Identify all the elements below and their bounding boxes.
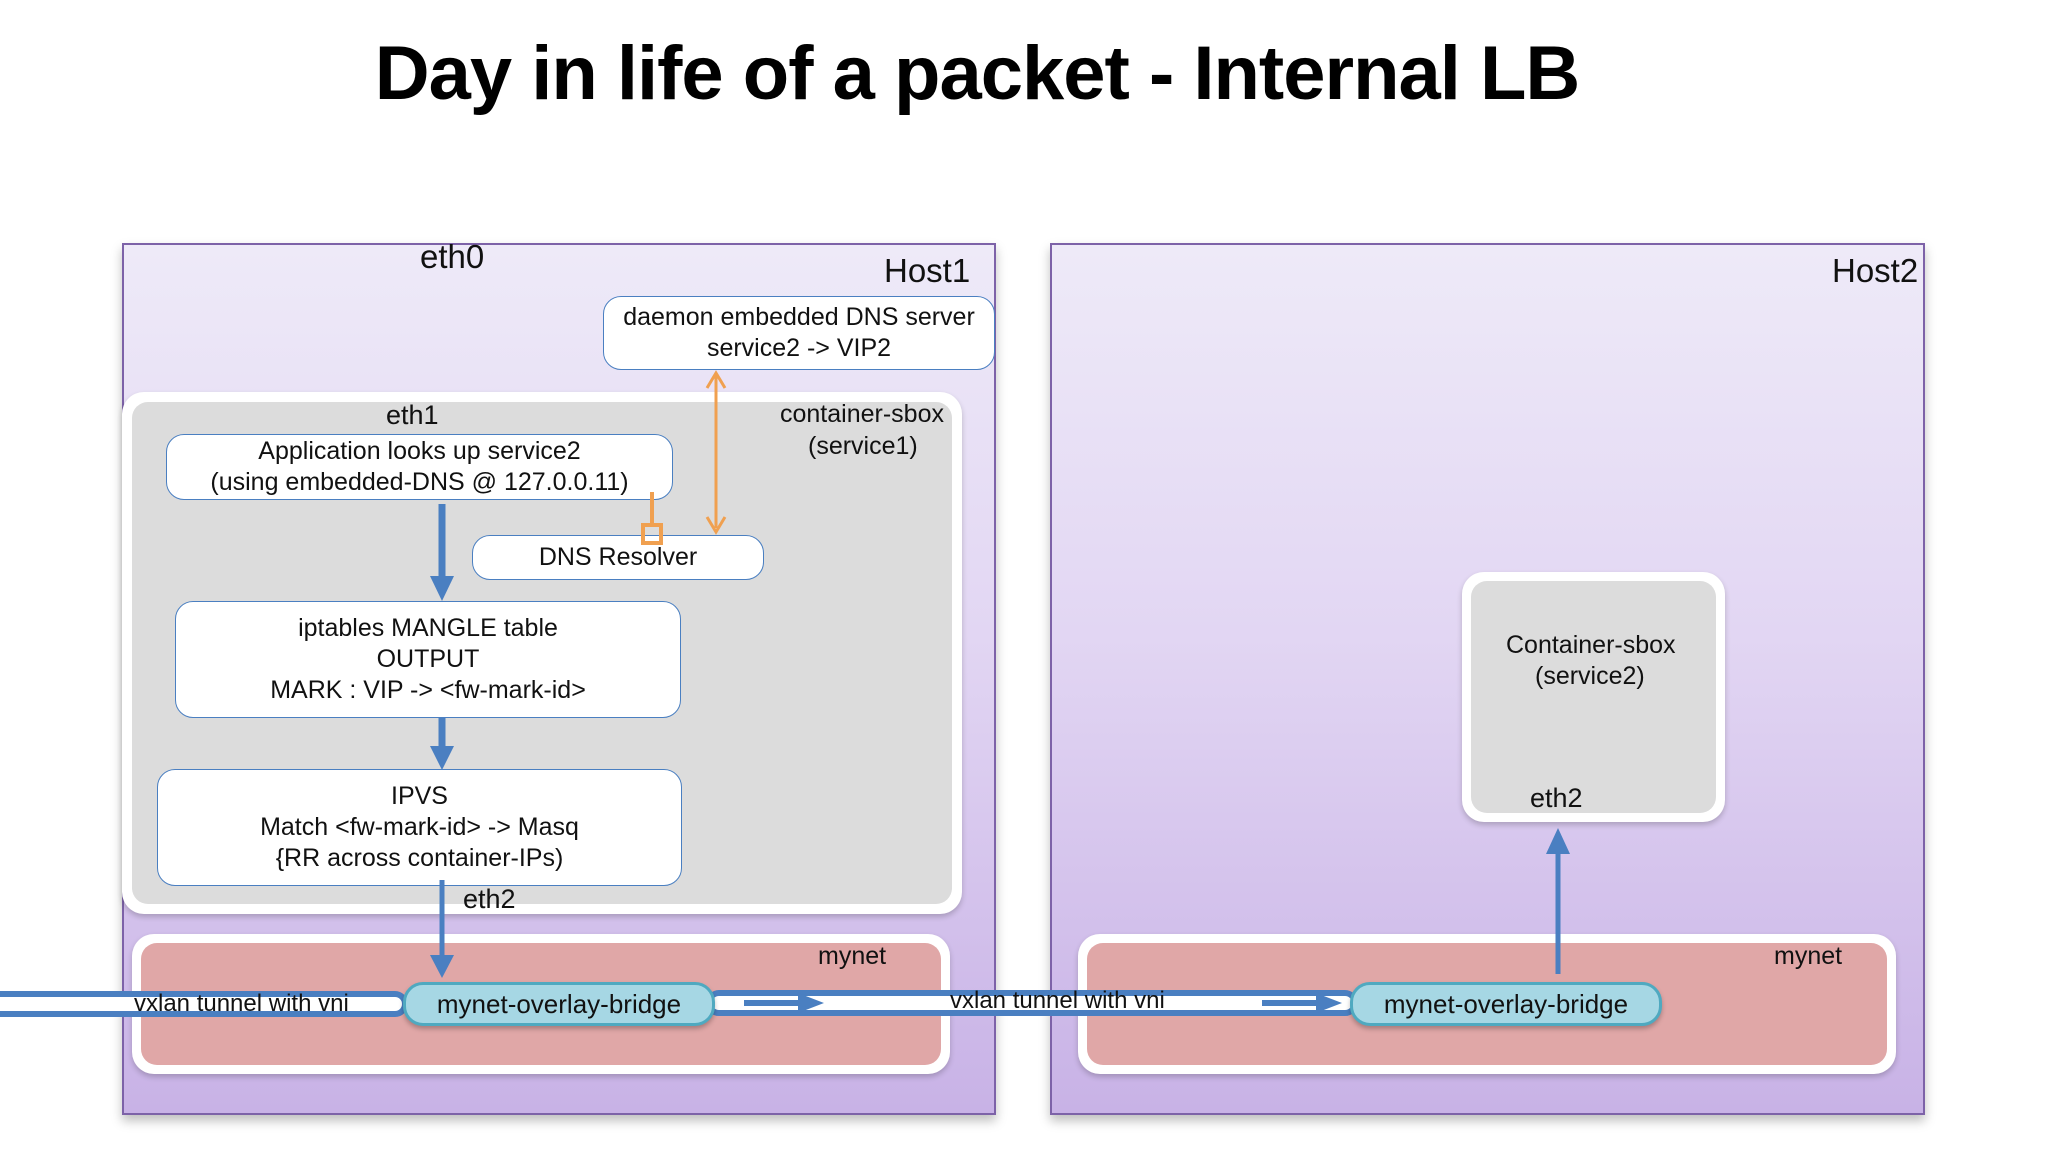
- host2-eth2-label: eth2: [1530, 783, 1583, 813]
- iptables-line1: iptables MANGLE table: [298, 614, 558, 642]
- resolver-socket-connector-icon: [641, 492, 663, 545]
- ipvs-line2: Match <fw-mark-id> -> Masq: [260, 813, 579, 841]
- dns-resolver-label: DNS Resolver: [538, 543, 698, 571]
- dns-server-mapping: service2 -> VIP2: [706, 334, 892, 362]
- arrow-iptables-to-ipvs-icon: [430, 718, 454, 770]
- mynet-overlay-bridge-host2: mynet-overlay-bridge: [1350, 982, 1662, 1026]
- ipvs-line3: {RR across container-IPs): [275, 844, 564, 872]
- dns-query-arrow-icon: [705, 370, 727, 535]
- ipvs-line1: IPVS: [391, 782, 448, 810]
- dns-resolver-box: DNS Resolver: [472, 535, 764, 580]
- mynet-host2-label: mynet: [1774, 942, 1843, 970]
- iptables-line3: MARK : VIP -> <fw-mark-id>: [270, 676, 586, 704]
- slide-title: Day in life of a packet - Internal LB: [374, 31, 1581, 116]
- eth0-label: eth0: [420, 238, 485, 275]
- tunnel-direction-arrow-2-icon: [1262, 993, 1342, 1013]
- tunnel-direction-arrow-1-icon: [744, 993, 824, 1013]
- host2-label: Host2: [1832, 252, 1919, 289]
- arrow-bridge-to-service2-icon: [1546, 828, 1570, 974]
- mynet-overlay-bridge-host1: mynet-overlay-bridge: [403, 982, 715, 1026]
- vxlan-tunnel-incoming: [0, 991, 408, 1017]
- iptables-mangle-box: iptables MANGLE table OUTPUT MARK : VIP …: [175, 601, 681, 718]
- host1-eth2-label: eth2: [463, 884, 516, 914]
- sbox2-label-name: Container-sbox: [1506, 631, 1676, 659]
- sbox2-label-service: (service2): [1535, 662, 1645, 690]
- sbox1-label-service: (service1): [808, 432, 918, 460]
- app-lookup-box: Application looks up service2 (using emb…: [166, 434, 673, 500]
- bridge-host1-label: mynet-overlay-bridge: [436, 988, 682, 1019]
- vxlan-tunnel-between-label: vxlan tunnel with vni: [950, 987, 1165, 1014]
- vxlan-tunnel-incoming-label: vxlan tunnel with vni: [134, 990, 349, 1017]
- arrow-ipvs-to-bridge-icon: [430, 880, 454, 978]
- app-lookup-line1: Application looks up service2: [258, 437, 581, 465]
- app-lookup-line2: (using embedded-DNS @ 127.0.0.11): [210, 468, 629, 496]
- mynet-host1-label: mynet: [818, 942, 887, 970]
- bridge-host2-label: mynet-overlay-bridge: [1383, 988, 1629, 1019]
- sbox1-label-name: container-sbox: [780, 400, 944, 428]
- eth1-label: eth1: [386, 400, 439, 430]
- arrow-app-to-iptables-icon: [430, 504, 454, 601]
- iptables-line2: OUTPUT: [376, 645, 480, 673]
- container-sbox-service2: [1462, 572, 1725, 822]
- dns-server-box: daemon embedded DNS server service2 -> V…: [603, 296, 995, 370]
- dns-server-title: daemon embedded DNS server: [623, 303, 975, 331]
- host1-label: Host1: [884, 252, 971, 289]
- ipvs-box: IPVS Match <fw-mark-id> -> Masq {RR acro…: [157, 769, 682, 886]
